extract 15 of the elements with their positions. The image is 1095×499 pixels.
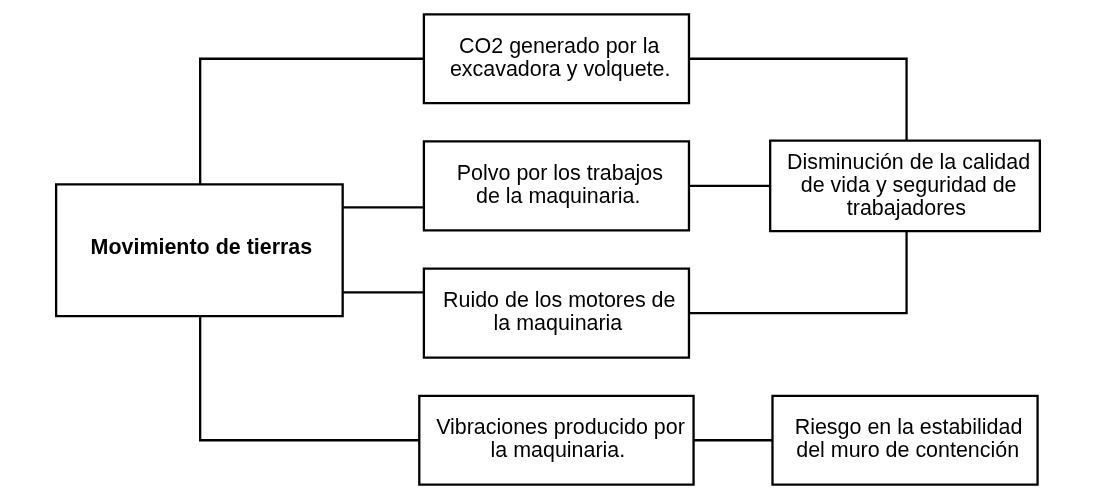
node-box: Movimiento de tierras	[54, 183, 344, 318]
node-box: Disminución de la calidad de vida y seguridad de trabajadores	[768, 139, 1041, 233]
connector	[688, 57, 908, 140]
node-box: Riesgo en la estabilidad del muro de contención	[770, 394, 1039, 486]
node-box: Vibraciones producido por la maquinaria.	[417, 394, 695, 486]
connector	[693, 439, 772, 442]
connector	[198, 316, 419, 442]
node-box: Ruido de los motores de la maquinaria	[422, 267, 690, 359]
connector	[198, 57, 424, 185]
connector	[688, 184, 770, 188]
connector	[688, 231, 908, 315]
connector	[342, 291, 423, 294]
node-box: Polvo por los trabajos de la maquinaria.	[422, 140, 690, 232]
node-box: CO2 generado por la excavadora y volquete.	[422, 13, 690, 105]
connector	[342, 206, 423, 209]
